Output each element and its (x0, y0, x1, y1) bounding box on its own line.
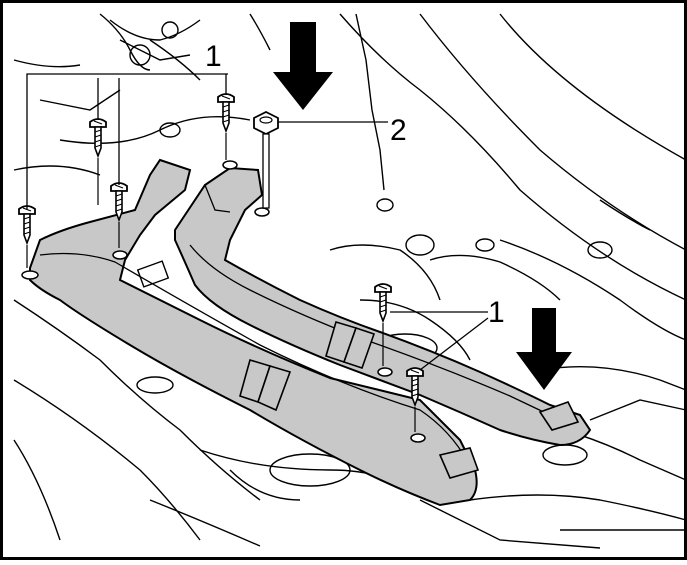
front-floor-air-duct-right (174, 166, 592, 447)
arrow-down-icon (516, 308, 572, 390)
leader-lines-1-upper (26, 73, 228, 210)
callout-2: 2 (390, 114, 407, 147)
duct-mount-tabs (21, 160, 426, 443)
install-guide-lines (26, 133, 416, 432)
upper-components-lineart (13, 13, 271, 71)
nut-icon (253, 110, 279, 209)
callout-1-lower: 1 (488, 296, 505, 329)
arrow-down-icon (273, 22, 333, 110)
leader-lines-1-lower (390, 311, 489, 371)
front-floor-air-duct-left (29, 158, 480, 507)
callout-1-upper: 1 (205, 40, 222, 73)
